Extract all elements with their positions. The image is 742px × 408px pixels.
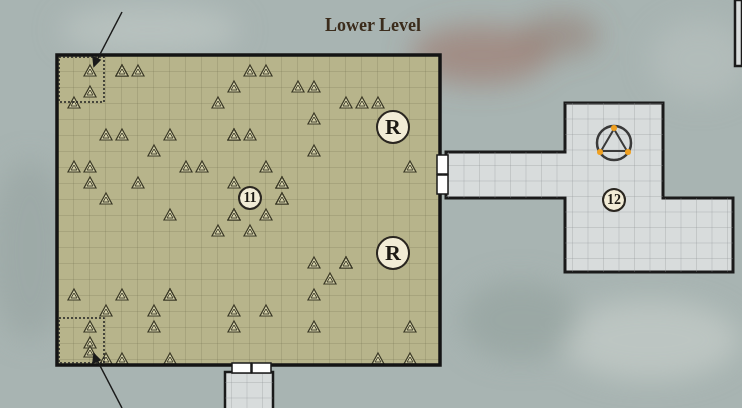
room-number: 12	[602, 188, 626, 212]
stone-texture	[0, 5, 742, 380]
callout-text: 11	[243, 191, 256, 205]
map-title: Lower Level	[325, 15, 421, 36]
marked-area	[59, 318, 104, 363]
callout-text: R	[385, 242, 401, 264]
door	[437, 155, 448, 174]
south-corridor	[225, 372, 273, 408]
spike-traps	[68, 65, 416, 364]
leader-line	[93, 12, 122, 408]
room-number: 11	[238, 186, 262, 210]
encounter-marker: R	[376, 236, 410, 270]
door	[232, 363, 251, 373]
callout-text: R	[385, 116, 401, 138]
room-12	[446, 103, 733, 272]
room-edge	[735, 0, 742, 66]
callout-text: 12	[607, 193, 621, 207]
summoning-circle	[597, 125, 631, 160]
encounter-marker: R	[376, 110, 410, 144]
marked-area	[59, 57, 104, 102]
door	[252, 363, 271, 373]
room-11	[57, 55, 440, 365]
door	[437, 175, 448, 194]
